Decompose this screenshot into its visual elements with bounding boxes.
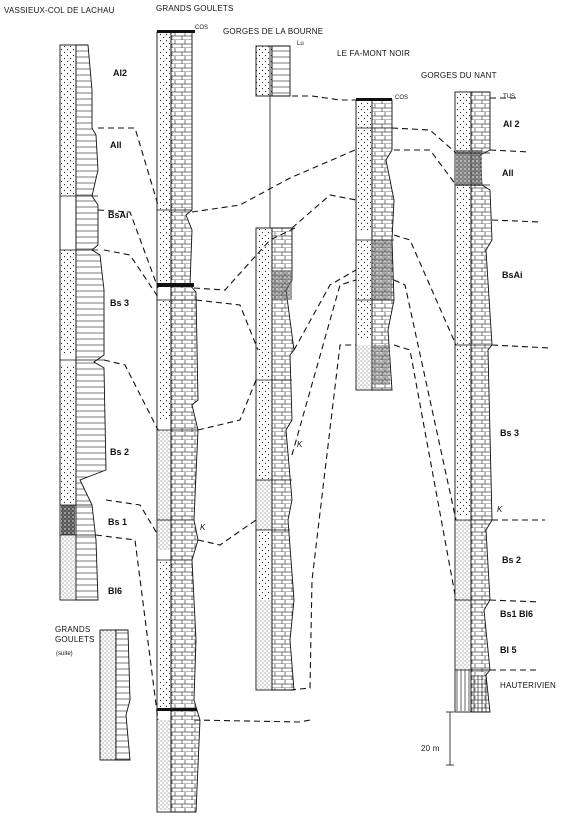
section-title-fa-mont-noir: LE FA-MONT NOIR xyxy=(337,49,410,58)
k-marker-grands-goulets: K xyxy=(200,523,206,532)
unit-label-bl6-left: Bl6 xyxy=(108,586,122,596)
continuation-label-line3: (suite) xyxy=(56,651,73,657)
top-label-gorges-nant: TUS xyxy=(503,94,515,100)
unit-label-al2-left: Al2 xyxy=(113,68,127,78)
unit-label-bs1-left: Bs 1 xyxy=(108,517,127,527)
scale-bar-label: 20 m xyxy=(421,744,440,753)
k-marker-gorges-nant: K xyxy=(497,505,503,514)
unit-label-all-left: All xyxy=(110,140,122,150)
unit-label-bs3-left: Bs 3 xyxy=(110,298,129,308)
column-gorges-nant xyxy=(454,91,493,713)
continuation-label-line2: GOULETS xyxy=(55,635,95,644)
unit-label-hauterivien: HAUTERIVIEN xyxy=(500,681,556,690)
column-fa-mont-noir xyxy=(355,98,395,391)
unit-label-bsai-left: BsAi xyxy=(108,210,129,220)
column-gorges-bourne xyxy=(255,45,295,691)
column-grands-goulets xyxy=(156,30,201,813)
correlation-lines xyxy=(95,95,551,723)
section-title-vassieux: VASSIEUX-COL DE LACHAU xyxy=(4,6,115,15)
unit-label-bs1bl6-right: Bs1 Bl6 xyxy=(500,609,533,619)
unit-label-bs2-right: Bs 2 xyxy=(502,555,521,565)
section-title-grands-goulets: GRANDS GOULETS xyxy=(156,4,233,13)
section-title-gorges-nant: GORGES DU NANT xyxy=(421,71,497,80)
unit-label-bs2-left: Bs 2 xyxy=(110,447,129,457)
top-label-fa-mont-noir: COS xyxy=(395,95,408,101)
scale-bar: 20 m xyxy=(421,711,454,766)
top-label-gorges-bourne: Lu xyxy=(297,41,304,47)
unit-label-bs3-right: Bs 3 xyxy=(500,428,519,438)
section-title-gorges-bourne: GORGES DE LA BOURNE xyxy=(223,27,323,36)
unit-label-bl5-right: Bl 5 xyxy=(500,645,517,655)
continuation-label-line1: GRANDS xyxy=(55,625,90,634)
column-vassieux xyxy=(59,44,107,601)
column-grands-goulets-suite: GRANDS GOULETS (suite) xyxy=(55,625,131,761)
top-label-grands-goulets: COS xyxy=(195,25,208,31)
k-marker-gorges-bourne: K xyxy=(297,440,303,449)
unit-label-bsai-right: BsAi xyxy=(502,270,523,280)
unit-label-all-right: All xyxy=(502,168,514,178)
unit-label-al2-right: Al 2 xyxy=(503,119,520,129)
